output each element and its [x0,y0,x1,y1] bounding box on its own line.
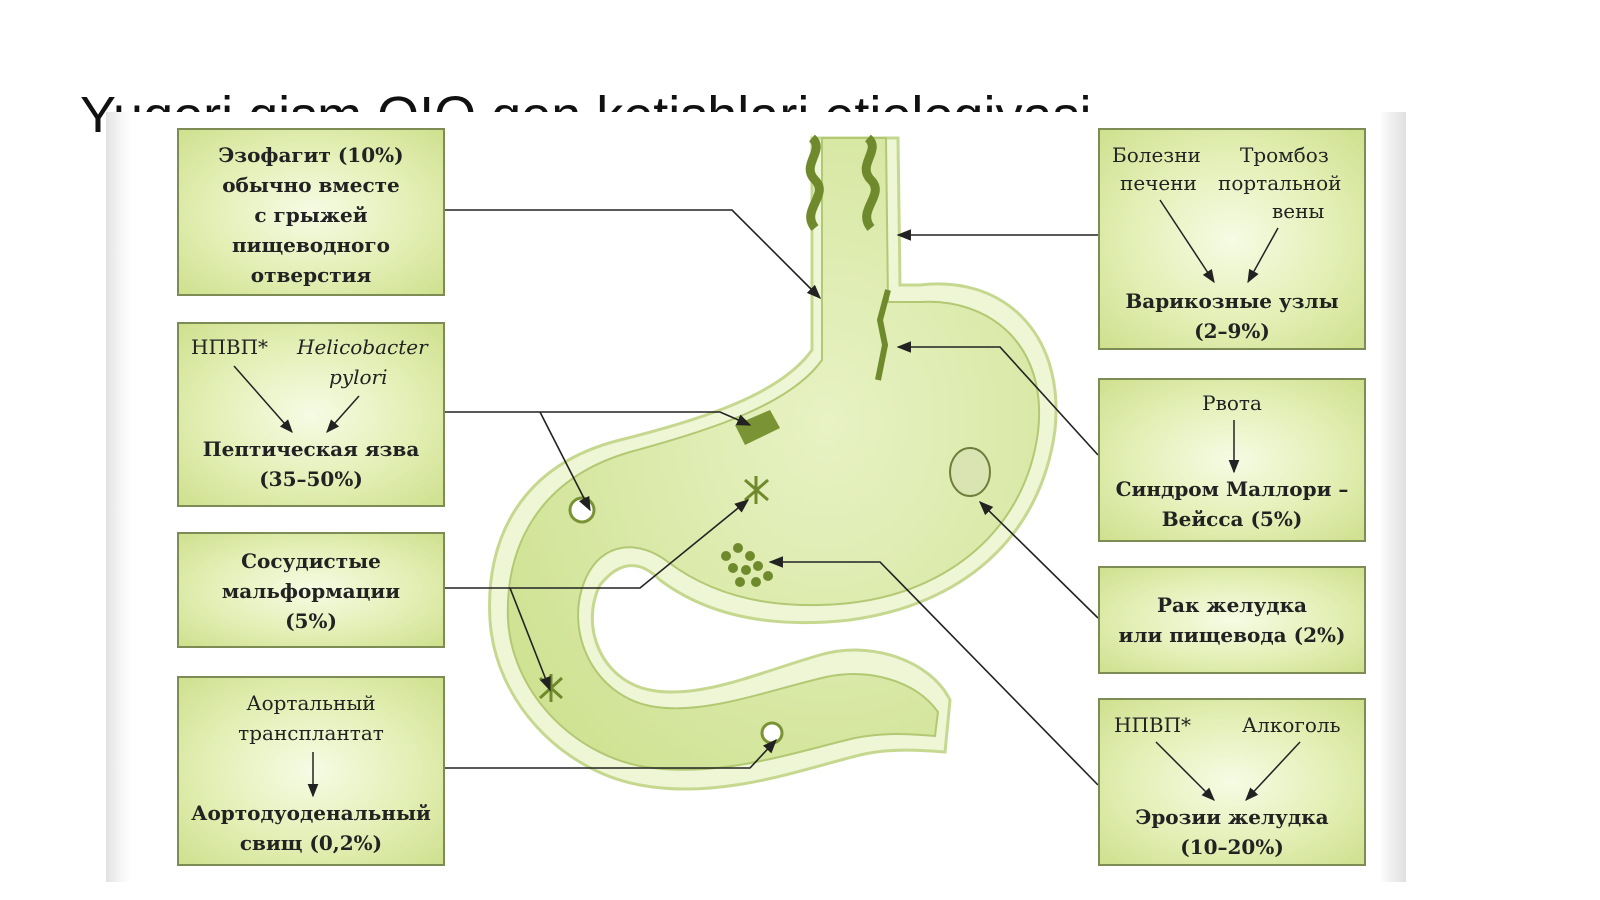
box-aortic: Аортальный трансплантат Аортодуоденальны… [177,676,445,866]
mallory-arrow [1228,420,1240,474]
arrow-peptic-duodenal [539,411,591,512]
aortic-arrow [307,752,319,798]
fistula-ulcer [760,721,784,745]
box-esophagitis: Эзофагит (10%) обычно вместе с грыжей пи… [177,128,445,296]
vascular-line-3: (5%) [285,609,337,633]
ulcer-lesion [735,410,780,445]
esophagitis-line-2: обычно вместе [222,173,400,197]
erosions-result: Эрозии желудка [1135,805,1329,829]
vascular-line-2: мальформации [221,579,401,603]
varices-arrows [1159,199,1279,284]
varix-right [861,134,880,231]
mallory-tear [875,289,891,381]
malformation-star-1 [744,476,769,504]
peptic-result: Пептическая язва [202,437,420,461]
varices-cause-2a: Тромбоз [1240,143,1329,167]
peptic-cause-nsaid: НПВП* [191,335,269,359]
box-cancer: Рак желудка или пищевода (2%) [1098,566,1366,674]
arrow-aortic [444,738,777,769]
cancer-line-1: Рак желудка [1157,593,1307,617]
aortic-cause-2: трансплантат [238,721,384,745]
mallory-result-2: Вейсса (5%) [1161,507,1303,531]
erosions-cause-nsaid: НПВП* [1114,713,1192,737]
erosions-arrows [1155,741,1301,801]
arrow-vascular-1 [444,499,750,589]
duodenal-ulcer [568,496,596,524]
esophagitis-line-5: отверстия [250,263,372,287]
panel-right-edge [1380,112,1406,882]
vascular-line-1: Сосудистые [241,549,381,573]
erosions-percent: (10–20%) [1180,835,1284,859]
varices-result: Варикозные узлы [1125,289,1339,313]
varices-percent: (2–9%) [1194,319,1270,343]
box-erosions: НПВП* Алкоголь Эрозии желудка (10–20%) [1098,698,1366,866]
gastric-tumor [949,447,991,497]
esophagitis-line-1: Эзофагит (10%) [218,143,404,167]
varices-cause-1b: печени [1120,171,1197,195]
varices-cause-2b: портальной [1218,171,1342,195]
box-vascular: Сосудистые мальформации (5%) [177,532,445,648]
arrow-cancer [978,500,1099,619]
panel-left-edge [106,112,132,882]
mallory-cause: Рвота [1202,391,1262,415]
peptic-percent: (35–50%) [259,467,363,491]
arrow-vascular-2 [509,587,551,692]
arrow-esophagitis [444,209,822,300]
peptic-arrows [233,365,360,434]
peptic-cause-hpylori-2: pylori [329,365,388,389]
aortic-cause: Аортальный [246,691,376,715]
aortic-result: Аортодуоденальный [191,801,431,825]
box-peptic-ulcer: НПВП* Helicobacter pylori Пептическая яз… [177,322,445,507]
varices-cause-2c: вены [1272,199,1325,223]
esophagitis-line-3: с грыжей [254,203,368,227]
stomach-lumen [506,137,1041,771]
varices-cause-1a: Болезни [1112,143,1201,167]
erosion-dots [721,543,773,587]
esophagitis-line-4: пищеводного [232,233,390,257]
box-varices: Болезни печени Тромбоз портальной вены В… [1098,128,1366,350]
arrow-mallory [896,341,1099,456]
arrow-erosions [768,556,1099,786]
varix-left [805,134,824,231]
arrow-peptic-ulcer [444,411,752,426]
cancer-line-2: или пищевода (2%) [1118,623,1346,647]
mallory-result: Синдром Маллори – [1115,477,1349,501]
erosions-cause-alcohol: Алкоголь [1242,713,1341,737]
box-mallory-weiss: Рвота Синдром Маллори – Вейсса (5%) [1098,378,1366,542]
peptic-cause-hpylori: Helicobacter [297,335,428,359]
aortic-percent: свищ (0,2%) [239,831,383,855]
